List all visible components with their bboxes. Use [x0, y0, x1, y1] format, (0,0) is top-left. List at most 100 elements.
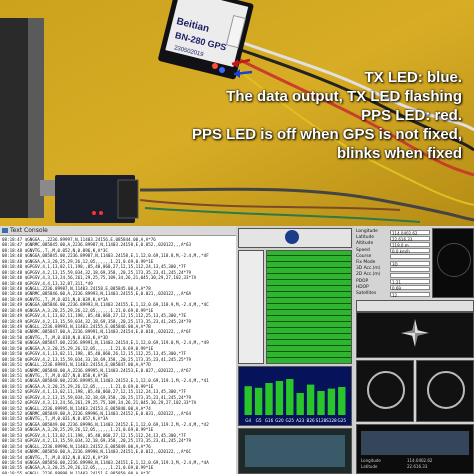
signal-bar [306, 384, 315, 415]
gps-software-screenshot: Text Console 08:18:47 $GNGGA,,,2236.8999… [0, 226, 474, 474]
satellite-radar [432, 228, 474, 298]
info-row: Course [356, 254, 472, 260]
info-row-label: Latitude [356, 235, 375, 241]
hardware-photo: Beitian BN-280 GPS 230502019 TX LED: blu… [0, 0, 474, 226]
info-row-value [390, 254, 430, 260]
console-line: 08:18:54 $GNGLL,2236.89996,N,11403.24152… [2, 443, 151, 449]
info-row-value: 114.0402.62 [390, 229, 430, 236]
caption-line-3: PPS LED: red. [361, 107, 462, 124]
cable-white [234, 38, 474, 132]
gauge-left [356, 360, 414, 422]
console-line: 08:18:47 $GNGGA,,,2236.89997,N,11403.241… [2, 237, 156, 242]
console-line: 08:18:48 $GNRMC,085846.00,A,2236.89993,N… [2, 291, 192, 297]
info-row-label: Fix Mode [356, 260, 376, 265]
compass-rose-icon [401, 319, 429, 347]
cable-red [231, 54, 474, 177]
info-row-value: 0.69 [390, 285, 430, 291]
cable-brown [139, 199, 401, 211]
console-line: 08:18:50 $GNGGA,085847.00,2236.89991,N,1… [2, 340, 209, 346]
tx-led [219, 67, 225, 73]
signal-bar [286, 379, 294, 415]
signal-bar-label: S128 [326, 418, 337, 423]
photo-illustration: Beitian BN-280 GPS 230502019 [0, 0, 474, 226]
console-line: 08:18:52 $GNRMC,085849.00,A,2236.89996,N… [2, 411, 192, 416]
console-line: 08:18:53 $GNGSA,A,3,20,25,29,26,12,05,,,… [2, 427, 154, 433]
console-titlebar: Text Console [0, 226, 236, 236]
console-line: 08:18:52 $GPGSV,4,2,13,15,59,034,32,18,6… [2, 394, 192, 400]
grid-rows [267, 251, 351, 363]
info-row-label: PDOP [356, 278, 369, 284]
constellation-flags [238, 250, 264, 364]
bottom-latitude-value: 22.616.33 [407, 464, 428, 469]
compass-panel [356, 312, 474, 358]
laptop-edge [28, 18, 44, 218]
console-line: 08:18:48 $GPGSV,4,1,13,02,11,198,,05,40,… [2, 264, 187, 270]
signal-bar-label: G5 [256, 418, 262, 423]
pps-led [212, 63, 218, 69]
console-line: 08:18:51 $GNGGA,085848.00,2236.89995,N,1… [2, 378, 209, 384]
signal-bar-label: G16 [265, 418, 274, 423]
info-row-value: 12 [390, 291, 430, 298]
console-line: 08:18:52 $GPGSV,4,3,13,24,56,261,29,25,7… [2, 400, 197, 406]
bottom-longitude-value: 114.0402.62 [407, 458, 433, 463]
console-line: 08:18:48 $GPGSV,4,4,13,32,07,311,*49 [2, 280, 93, 286]
info-row: 2D Acc.(m) [356, 272, 472, 278]
world-map-bottom: Longitude 114.0402.62 Latitude 22.616.33 [356, 424, 474, 474]
cable-green [144, 207, 421, 223]
info-row-value: 22.616.33 [390, 235, 430, 242]
radar-circle [437, 243, 471, 277]
satellite-status-grid [266, 250, 352, 364]
console-line: 08:18:48 $GNGGA,085845.00,2236.89987,N,1… [2, 253, 209, 259]
world-map-bottom-image [361, 431, 469, 455]
progress-strip [356, 300, 474, 312]
cable-black [234, 46, 474, 152]
console-line: 08:18:49 $GPGSV,4,2,13,15,59,034,32,18,6… [2, 318, 192, 324]
caption-line-4: PPS LED is off when GPS is not fixed, [191, 126, 462, 143]
info-row-label: Longitude [356, 229, 378, 234]
console-line: 08:18:53 $GPGSV,4,2,13,15,59,034,32,18,6… [2, 438, 192, 444]
adapter-led-2 [99, 211, 103, 215]
signal-bar-label: S128 [316, 418, 327, 423]
console-line: 08:18:49 $GNGGA,085846.00,2236.89993,N,1… [2, 302, 209, 308]
world-map-panel [238, 428, 352, 474]
console-line: 08:18:51 $GNGSA,A,3,20,25,29,26,12,05,,,… [2, 383, 154, 389]
gps-module [158, 0, 254, 80]
signal-bar [244, 386, 252, 415]
signal-bar-label: G25 [286, 418, 295, 423]
console-line: 08:18:50 $GPGSV,4,2,13,15,59,034,33,18,6… [2, 356, 192, 362]
info-row-value [390, 272, 430, 278]
console-line: 08:18:49 $GNGLL,2236.89993,N,11403.24155… [2, 324, 151, 329]
info-row-value: 119.0 m [390, 241, 430, 248]
info-row: Satellites 12 [356, 291, 472, 298]
signal-bar-label: A23 [296, 418, 305, 423]
bottom-latitude-label: Latitude [361, 464, 378, 469]
console-line: 08:18:49 $GNGSA,A,3,20,25,29,26,12,05,,,… [2, 307, 154, 313]
arrow-blue-head [234, 69, 240, 78]
console-line: 08:18:48 $GPGSV,4,2,13,15,59,034,32,18,6… [2, 269, 192, 275]
console-line: 08:18:51 $GNGLL,2236.89991,N,11403.24154… [2, 362, 151, 368]
gauge-right [416, 360, 474, 422]
signal-bar-label: G4 [245, 418, 251, 423]
console-line: 08:18:52 $GPGSV,4,1,13,02,11,198,,05,40,… [2, 389, 187, 395]
pin-header [117, 179, 139, 219]
caption-line-5: blinks when fixed [336, 145, 462, 162]
console-line: 08:18:48 $GPGSV,4,3,13,24,56,261,29,25,7… [2, 275, 197, 281]
console-output[interactable]: 08:18:47 $GNGGA,,,2236.89997,N,11403.241… [0, 236, 236, 474]
console-line: 08:18:54 $GNRMC,085850.00,A,2236.89998,N… [2, 449, 192, 455]
console-line: 08:18:53 $GNVTG,,T,,M,0.031,N,0.057,K,A*… [2, 416, 108, 422]
info-row-label: Satellites [356, 291, 377, 296]
globe-icon [285, 230, 299, 244]
signal-bar [254, 387, 263, 415]
console-line: 08:18:47 $GNRMC,085845.00,A,2236.89987,N… [2, 242, 192, 248]
info-row-label: Course [356, 253, 372, 259]
bottom-longitude-label: Longitude [361, 458, 381, 463]
speed-gauge-icon [367, 371, 405, 409]
console-line: 08:18:50 $GPGSV,4,1,13,02,11,198,,05,40,… [2, 351, 187, 357]
arrow-red-head [232, 59, 238, 68]
console-line: 08:18:52 $GNGLL,2236.89995,N,11403.24153… [2, 405, 151, 411]
signal-bar [317, 391, 325, 415]
